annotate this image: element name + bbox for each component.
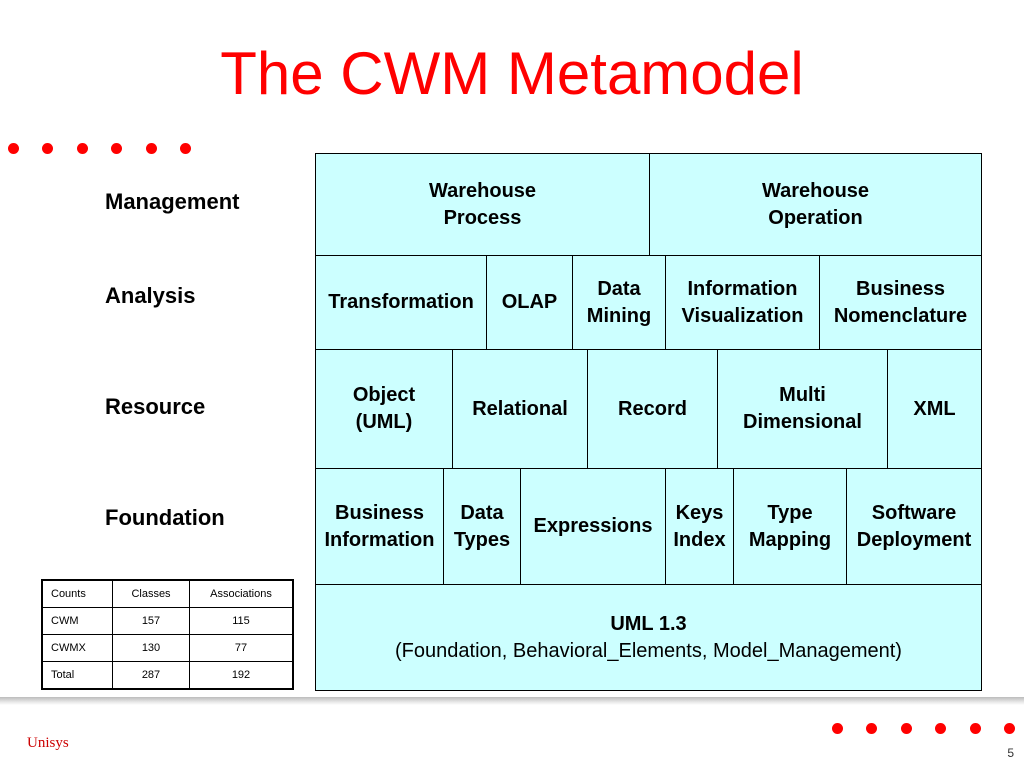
table-row: CWMX 130 77 [41, 634, 294, 662]
table-cell: 77 [189, 634, 294, 662]
table-header-cell: Associations [189, 579, 294, 608]
table-cell: CWM [41, 607, 113, 635]
box-information-visualization: Information Visualization [665, 255, 820, 350]
box-type-mapping: Type Mapping [733, 468, 847, 585]
table-cell: Total [41, 661, 113, 690]
table-header-cell: Classes [112, 579, 190, 608]
dot-decoration [146, 143, 157, 154]
uml-title: UML 1.3 [610, 612, 687, 635]
box-uml-base: UML 1.3 (Foundation, Behavioral_Elements… [315, 584, 982, 691]
box-expressions: Expressions [520, 468, 666, 585]
box-transformation: Transformation [315, 255, 487, 350]
table-header-cell: Counts [41, 579, 113, 608]
box-xml: XML [887, 349, 982, 469]
uml-subtitle: (Foundation, Behavioral_Elements, Model_… [395, 639, 902, 662]
layer-label-foundation: Foundation [105, 505, 225, 530]
layer-label-management: Management [105, 189, 240, 214]
box-data-types: Data Types [443, 468, 521, 585]
slide-title: The CWM Metamodel [220, 40, 804, 107]
table-cell: CWMX [41, 634, 113, 662]
table-row: CWM 157 115 [41, 607, 294, 635]
table-cell: 157 [112, 607, 190, 635]
dot-decoration [1004, 723, 1015, 734]
table-row: Total 287 192 [41, 661, 294, 690]
footer-divider [0, 697, 1024, 705]
dot-decoration [42, 143, 53, 154]
box-warehouse-operation: Warehouse Operation [649, 153, 982, 256]
dot-decoration [111, 143, 122, 154]
table-cell: 192 [189, 661, 294, 690]
box-keys-index: Keys Index [665, 468, 734, 585]
box-record: Record [587, 349, 718, 469]
box-olap: OLAP [486, 255, 573, 350]
table-cell: 115 [189, 607, 294, 635]
dot-decoration [180, 143, 191, 154]
bottom-dot-row [832, 723, 1017, 737]
brand-logo-text: Unisys [27, 735, 69, 751]
box-software-deployment: Software Deployment [846, 468, 982, 585]
top-dot-row [8, 143, 193, 157]
dot-decoration [8, 143, 19, 154]
dot-decoration [935, 723, 946, 734]
layer-label-resource: Resource [105, 394, 206, 419]
table-cell: 287 [112, 661, 190, 690]
table-header-row: Counts Classes Associations [41, 579, 294, 608]
dot-decoration [901, 723, 912, 734]
box-data-mining: Data Mining [572, 255, 666, 350]
metamodel-diagram: Warehouse Process Warehouse Operation Tr… [315, 153, 982, 691]
box-warehouse-process: Warehouse Process [315, 153, 650, 256]
table-cell: 130 [112, 634, 190, 662]
box-multi-dimensional: Multi Dimensional [717, 349, 888, 469]
dot-decoration [77, 143, 88, 154]
box-business-nomenclature: Business Nomenclature [819, 255, 982, 350]
layer-label-analysis: Analysis [105, 283, 196, 308]
dot-decoration [970, 723, 981, 734]
box-relational: Relational [452, 349, 588, 469]
dot-decoration [866, 723, 877, 734]
dot-decoration [832, 723, 843, 734]
box-object-uml: Object (UML) [315, 349, 453, 469]
counts-table: Counts Classes Associations CWM 157 115 … [41, 579, 294, 690]
page-number: 5 [1007, 746, 1014, 760]
box-business-information: Business Information [315, 468, 444, 585]
